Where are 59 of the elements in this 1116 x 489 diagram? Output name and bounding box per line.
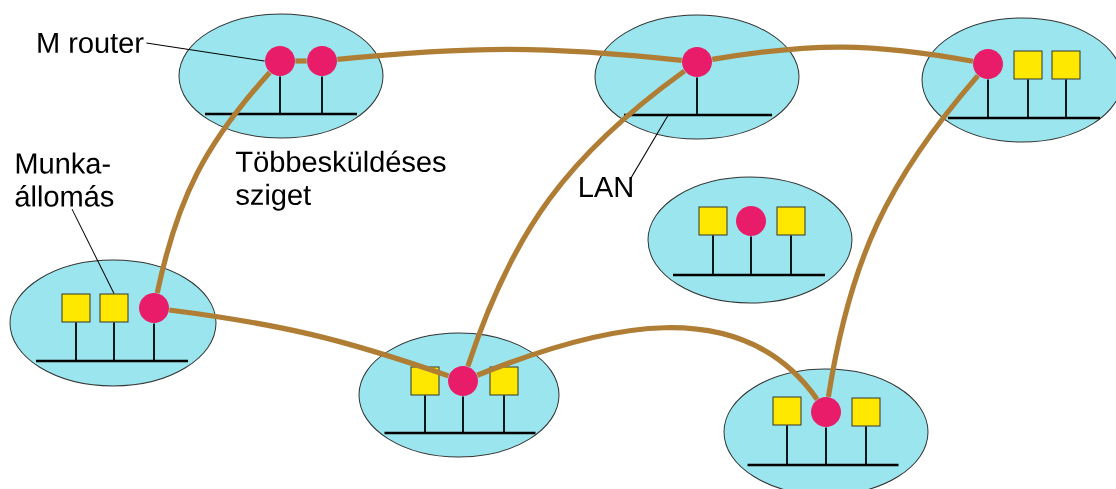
tunnel-line (476, 325, 820, 402)
network-island (178, 13, 384, 139)
lan-bus (747, 463, 899, 467)
tunnel-line (295, 58, 307, 64)
lan-bus (673, 273, 825, 277)
leader-line (71, 208, 115, 294)
drop-line (1065, 78, 1067, 119)
tunnel-line (825, 73, 980, 398)
drop-line (1027, 78, 1029, 119)
callout-text: LAN (580, 177, 632, 197)
workstation-box (1013, 50, 1043, 80)
callout-text: Munka- állomás (15, 152, 114, 207)
workstation-box (772, 396, 802, 426)
workstation-box (61, 293, 91, 323)
lan-bus (205, 112, 357, 116)
router (265, 46, 295, 76)
leader-line (630, 114, 669, 180)
workstation-box (698, 206, 728, 236)
workstation-box (489, 366, 519, 396)
drop-line (750, 235, 752, 276)
tunnel-line (337, 46, 682, 63)
tunnel-line (154, 70, 272, 294)
drop-line (503, 394, 505, 434)
tunnel-line (168, 307, 450, 379)
router (448, 366, 478, 396)
drop-line (424, 394, 426, 434)
drop-line (321, 75, 323, 115)
drop-line (987, 78, 989, 119)
drop-line (696, 76, 698, 116)
drop-line (75, 321, 77, 362)
workstation-box (851, 397, 881, 427)
tunnel-line (465, 68, 687, 368)
lan-bus (36, 359, 188, 363)
drop-line (712, 234, 714, 276)
router (682, 47, 712, 77)
workstation-box (776, 206, 806, 236)
tunnel-line (711, 44, 974, 64)
router (736, 206, 766, 236)
drop-line (113, 321, 115, 362)
router (307, 46, 337, 76)
drop-line (790, 234, 792, 276)
workstation-box (1051, 50, 1081, 80)
drop-line (786, 424, 788, 466)
lan-bus (384, 431, 536, 435)
leader-line (145, 42, 266, 62)
router (973, 49, 1003, 79)
annotation-text: Többesküldéses sziget (236, 150, 446, 211)
lan-bus (948, 116, 1100, 120)
router (139, 293, 169, 323)
drop-line (153, 322, 155, 362)
router (811, 397, 841, 427)
callout-text: M router (38, 32, 144, 54)
drop-line (825, 426, 827, 466)
network-island (594, 14, 800, 140)
drop-line (865, 425, 867, 466)
workstation-box (99, 293, 129, 323)
lan-bus (624, 113, 772, 117)
drop-line (279, 75, 281, 115)
drop-line (462, 395, 464, 434)
